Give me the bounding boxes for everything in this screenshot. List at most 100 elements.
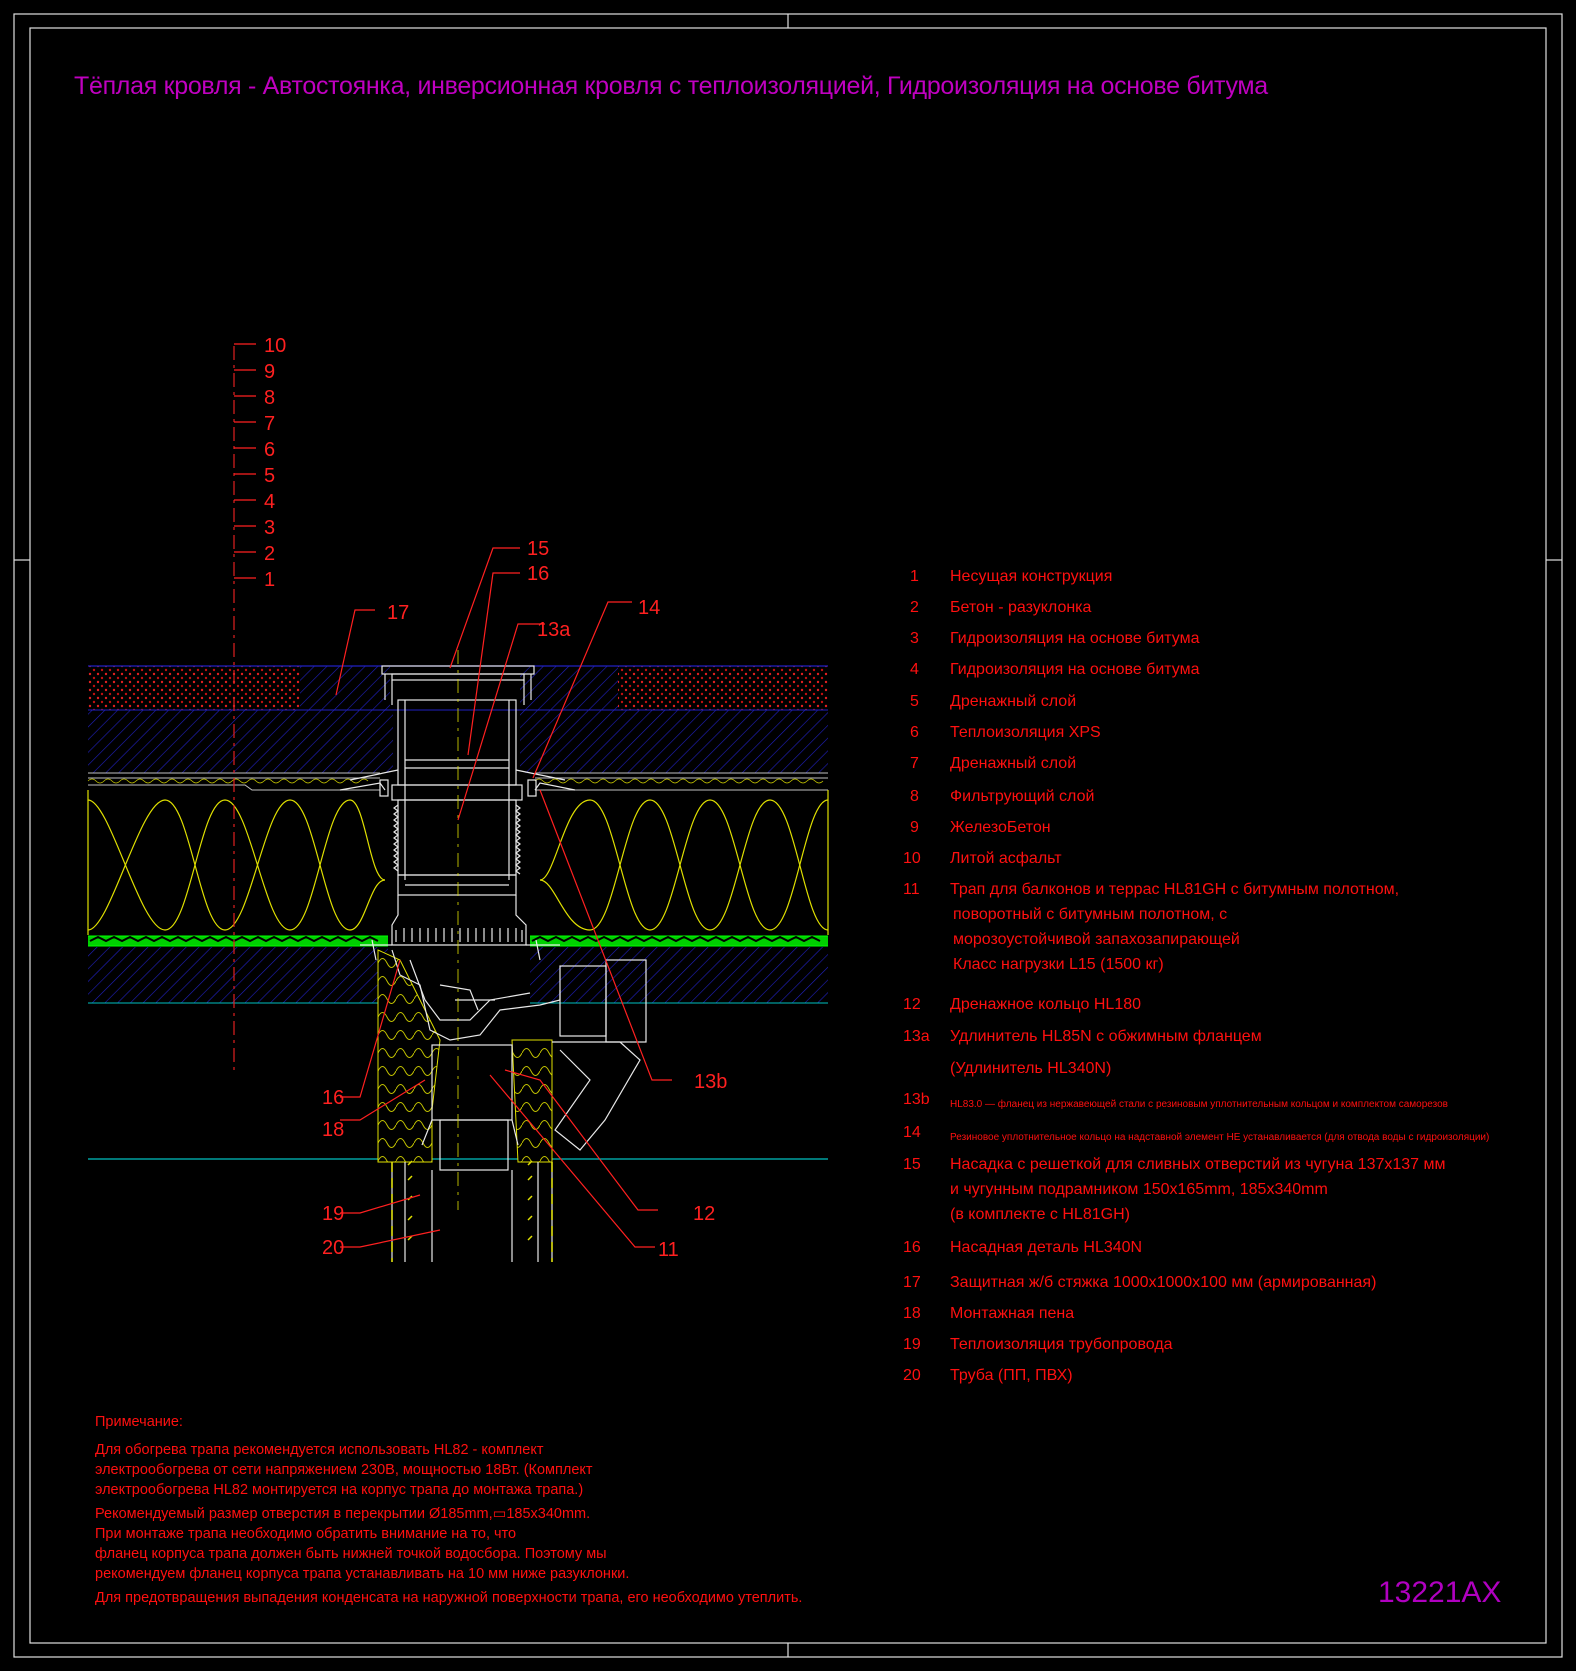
callout-12: 12 — [693, 1203, 715, 1225]
reinforced-concrete-right — [520, 710, 828, 773]
legend-text: Дренажный слой — [950, 755, 1077, 772]
legend-number: 13a — [903, 1028, 930, 1045]
legend-text: Насадная деталь HL340N — [950, 1239, 1143, 1256]
drain-assembly — [339, 665, 647, 1262]
reinforced-concrete-left — [88, 710, 393, 773]
xps-insulation — [87, 790, 829, 935]
callout-17: 17 — [387, 602, 409, 624]
pipe-insulation — [391, 1160, 553, 1262]
legend-text: Теплоизоляция трубопровода — [950, 1336, 1173, 1353]
legend-number: 7 — [910, 755, 919, 772]
legend-text: Бетон - разуклонка — [950, 599, 1092, 616]
notes-line: При монтаже трапа необходимо обратить вн… — [95, 1526, 517, 1542]
legend-number: 2 — [910, 599, 919, 616]
drawing-code: 13221AX — [1378, 1576, 1502, 1609]
callout-20: 20 — [322, 1237, 344, 1259]
notes-paragraph: Для предотвращения выпадения конденсата … — [95, 1588, 855, 1608]
notes-line: Для предотвращения выпадения конденсата … — [95, 1590, 803, 1606]
legend-text: Защитная ж/б стяжка 1000x1000x100 мм (ар… — [950, 1274, 1377, 1291]
legend-number: 19 — [903, 1336, 921, 1353]
legend-text: Насадка с решеткой для сливных отверстий… — [950, 1156, 1446, 1173]
legend-text: Гидроизоляция на основе битума — [950, 661, 1200, 678]
legend-text: Литой асфальт — [950, 850, 1062, 867]
screed-to-falls-right — [530, 947, 828, 1003]
legend-number: 13b — [903, 1091, 930, 1108]
layer-scale: 10 9 8 7 6 5 4 3 2 1 — [233, 335, 286, 1070]
notes-line: Для обогрева трапа рекомендуется использ… — [95, 1442, 544, 1458]
legend-text: поворотный с битумным полотном, с — [953, 906, 1228, 923]
legend-text: Труба (ПП, ПВХ) — [950, 1367, 1073, 1384]
legend-number: 8 — [910, 788, 919, 805]
legend-text: Монтажная пена — [950, 1305, 1075, 1322]
scale-label: 10 — [264, 335, 286, 357]
notes-line: электрообогрева HL82 монтируется на корп… — [95, 1482, 584, 1498]
mounting-foam — [377, 949, 441, 1163]
notes-line: рекомендуем фланец корпуса трапа устанав… — [95, 1566, 630, 1582]
asphalt-layer-left — [88, 666, 300, 710]
legend-number: 6 — [910, 724, 919, 741]
drawing-title: Тёплая кровля - Автостоянка, инверсионна… — [74, 72, 1268, 100]
callout-13a: 13a — [537, 619, 571, 641]
legend-text: Дренажный слой — [950, 693, 1077, 710]
notes-block: Примечание: Для обогрева трапа рекоменду… — [95, 1412, 855, 1612]
scale-label: 9 — [264, 361, 275, 383]
scale-label: 6 — [264, 439, 275, 461]
roof-cross-section — [87, 650, 829, 1262]
callout-16: 16 — [322, 1087, 344, 1109]
legend-text: Фильтрующий слой — [950, 788, 1095, 805]
legend-text: Несущая конструкция — [950, 568, 1113, 585]
legend-number: 1 — [910, 568, 919, 585]
legend-number: 20 — [903, 1367, 921, 1384]
asphalt-layer-right — [618, 666, 828, 710]
legend-text: Дренажное кольцо HL180 — [950, 996, 1142, 1013]
legend-text: и чугунным подрамником 150x165mm, 185x34… — [950, 1181, 1328, 1198]
legend-text: HL83.0 — фланец из нержавеющей стали с р… — [950, 1099, 1448, 1110]
notes-line: Рекомендуемый размер отверстия в перекры… — [95, 1506, 591, 1522]
legend-text: Теплоизоляция XPS — [950, 724, 1101, 741]
callout-11: 11 — [658, 1239, 679, 1261]
legend-number: 5 — [910, 693, 919, 710]
legend-text: Класс нагрузки L15 (1500 кг) — [953, 956, 1164, 973]
screed-to-falls-left — [88, 947, 388, 1003]
callout-19: 19 — [322, 1203, 344, 1225]
notes-heading: Примечание: — [95, 1414, 183, 1430]
legend-text: Гидроизоляция на основе битума — [950, 630, 1200, 647]
legend-number: 18 — [903, 1305, 921, 1322]
legend-number: 3 — [910, 630, 919, 647]
legend-number: 17 — [903, 1274, 921, 1291]
scale-label: 1 — [264, 569, 275, 591]
legend-number: 11 — [903, 881, 920, 898]
notes-line: фланец корпуса трапа должен быть нижней … — [95, 1546, 607, 1562]
legend-number: 9 — [910, 819, 919, 836]
legend-text: Трап для балконов и террас HL81GH с биту… — [950, 881, 1400, 898]
callout-leaders — [335, 547, 672, 1248]
legend-text: ЖелезоБетон — [950, 819, 1051, 836]
legend-number: 4 — [910, 661, 919, 678]
protective-screed-right — [520, 666, 618, 710]
callout-15: 15 — [527, 538, 549, 560]
legend-text: Удлинитель HL85N с обжимным фланцем — [950, 1028, 1262, 1045]
legend-text: (Удлинитель HL340N) — [950, 1060, 1112, 1077]
load-bearing-structure-left — [88, 1004, 378, 1159]
callout-18: 18 — [322, 1119, 344, 1141]
scale-label: 4 — [264, 491, 275, 513]
scale-label: 3 — [264, 517, 275, 539]
legend-text: Резиновое уплотнительное кольцо на надст… — [950, 1132, 1490, 1143]
scale-label: 2 — [264, 543, 275, 565]
legend-text: морозоустойчивой запахозапирающей — [953, 931, 1240, 948]
callout-13b: 13b — [694, 1071, 727, 1093]
scale-label: 8 — [264, 387, 275, 409]
legend-number: 14 — [903, 1124, 921, 1141]
scale-label: 5 — [264, 465, 275, 487]
scale-label: 7 — [264, 413, 275, 435]
callout-16: 16 — [527, 563, 549, 585]
callout-labels: 15 16 13a 14 17 13b 16 18 19 20 12 11 — [322, 538, 727, 1261]
legend-number: 10 — [903, 850, 921, 867]
drawing-frame — [13, 13, 1563, 1658]
legend-number: 15 — [903, 1156, 921, 1173]
legend-number: 16 — [903, 1239, 921, 1256]
callout-14: 14 — [638, 597, 660, 619]
notes-paragraph: Рекомендуемый размер отверстия в перекры… — [95, 1504, 855, 1584]
notes-paragraph: Для обогрева трапа рекомендуется использ… — [95, 1440, 855, 1500]
